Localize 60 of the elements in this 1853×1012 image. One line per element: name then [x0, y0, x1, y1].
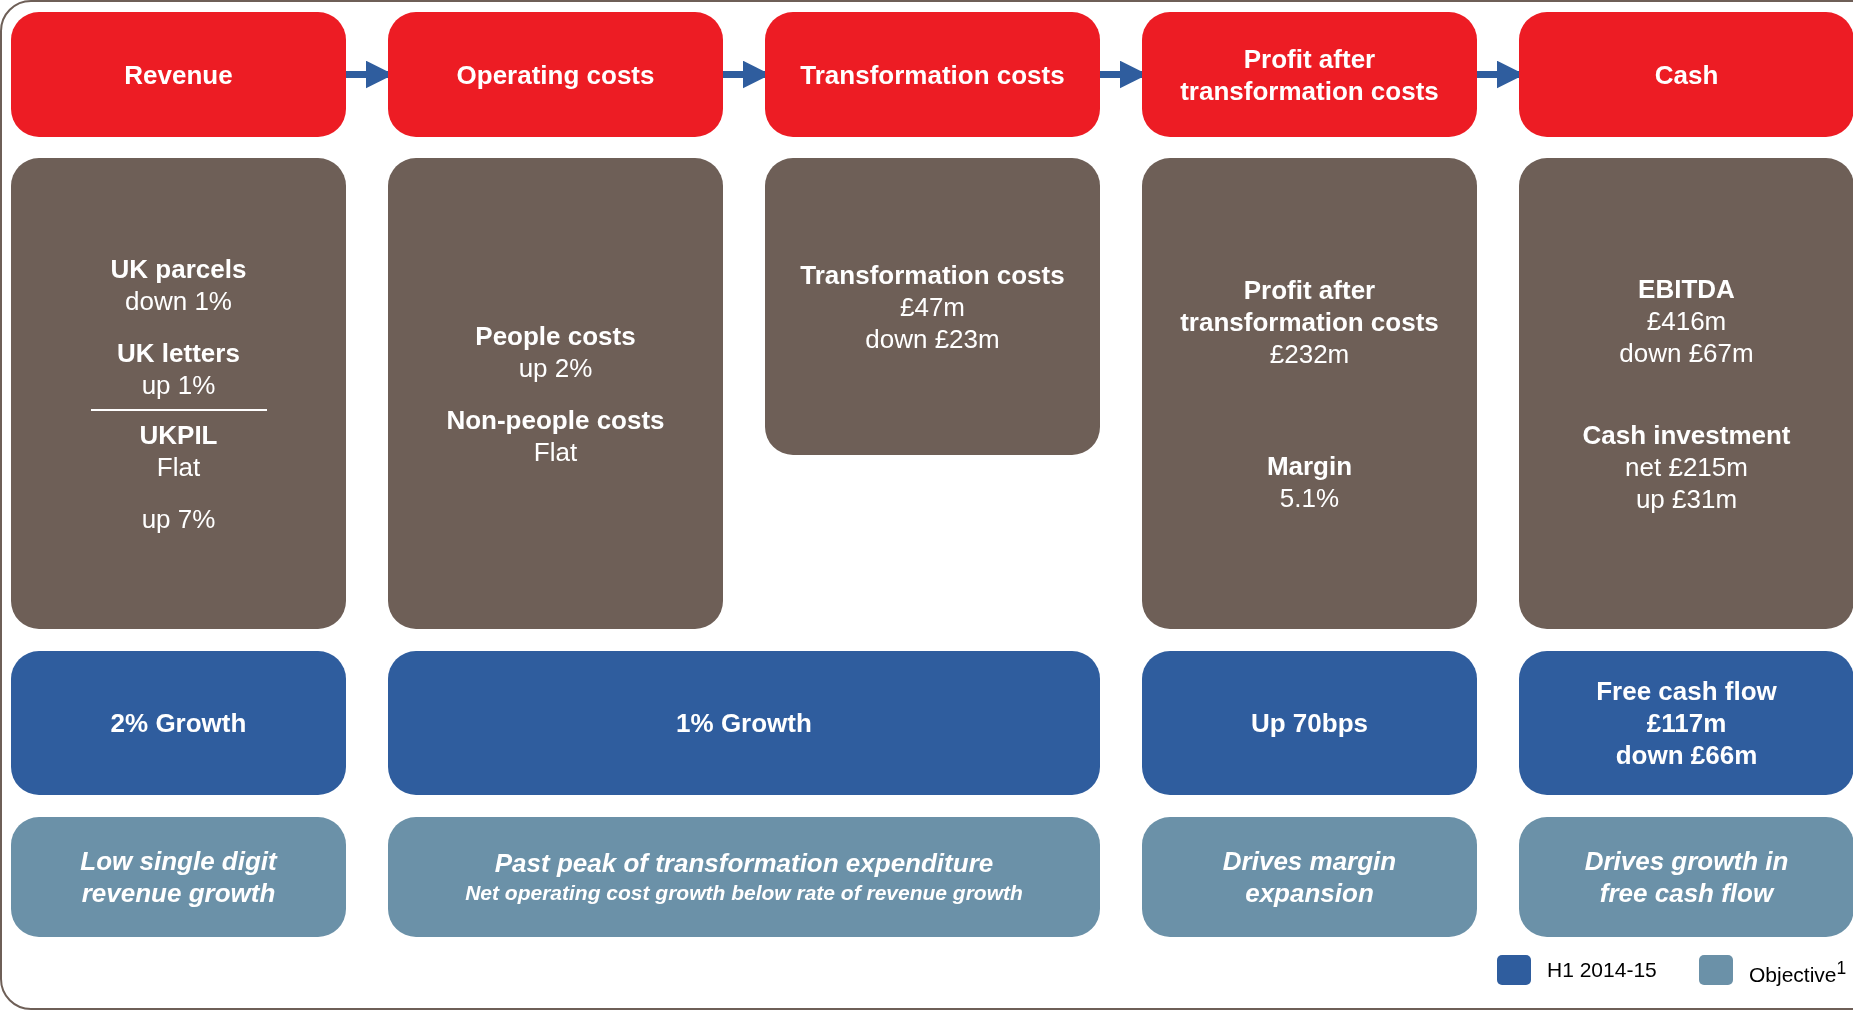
- result-text: down £66m: [1615, 739, 1758, 771]
- result-box: [388, 651, 1100, 795]
- metric-title: Transformation costs: [800, 258, 1065, 291]
- metric-title: UK letters: [117, 336, 240, 369]
- header-text: Revenue: [124, 58, 233, 91]
- metric-value: down £67m: [1619, 336, 1754, 369]
- detail-box: [1142, 158, 1477, 629]
- metric-value: Flat: [156, 450, 201, 483]
- result-text: 1% Growth: [676, 707, 812, 739]
- metric-title: People costs: [475, 319, 636, 352]
- legend-label: Objective$^{1}$: [1749, 958, 1847, 987]
- detail-box: [765, 158, 1100, 455]
- detail-box: [11, 158, 346, 629]
- header-text: Operating costs: [456, 58, 655, 91]
- objective-text: Drives margin expansion: [1221, 845, 1398, 909]
- objective-box: [388, 817, 1100, 937]
- metric-title: Cash investment: [1582, 418, 1791, 451]
- objective-text: Net operating cost growth below rate of revenue growth: [465, 880, 1023, 906]
- result-text: Up 70bps: [1251, 707, 1368, 739]
- metric-value: down £23m: [865, 322, 1000, 355]
- header-text: Transformation costs: [800, 58, 1065, 91]
- metric-value: up £31m: [1635, 482, 1738, 515]
- metric-title: Non-people costs: [446, 403, 665, 436]
- result-box: [11, 651, 346, 795]
- metric-value: £47m: [899, 290, 965, 323]
- header-text: Cash: [1654, 58, 1719, 91]
- metric-title: Profit after transformation costs: [1179, 273, 1440, 338]
- result-box: [1142, 651, 1477, 795]
- result-text: £117m: [1646, 707, 1727, 739]
- detail-box: [1519, 158, 1853, 629]
- objective-text: Drives growth in free cash flow: [1583, 845, 1790, 909]
- header-text: Profit after transformation costs: [1179, 42, 1440, 107]
- metric-title: EBITDA: [1638, 272, 1735, 305]
- header-box: [11, 12, 346, 137]
- metric-title: UK parcels: [110, 252, 247, 285]
- metric-value: up 1%: [141, 368, 216, 401]
- metric-value: £232m: [1269, 337, 1350, 370]
- metric-value: net £215m: [1625, 450, 1748, 483]
- metric-value: down 1%: [125, 284, 232, 317]
- metric-value: Flat: [533, 435, 578, 468]
- header-box: [1142, 12, 1477, 137]
- metric-title: UKPIL: [139, 418, 218, 451]
- metric-value: up 7%: [141, 502, 216, 535]
- metric-value: 5.1%: [1279, 481, 1340, 514]
- objective-box: [1142, 817, 1477, 937]
- metric-title: Margin: [1266, 449, 1353, 482]
- result-text: 2% Growth: [110, 707, 247, 739]
- header-box: [388, 12, 723, 137]
- objective-box: [11, 817, 346, 937]
- objective-text: Past peak of transformation expenditure: [494, 847, 994, 879]
- metric-value: up 2%: [518, 351, 593, 384]
- header-box: [1519, 12, 1853, 137]
- result-text: Free cash flow: [1596, 675, 1777, 707]
- objective-box: [1519, 817, 1853, 937]
- header-box: [765, 12, 1100, 137]
- result-box: [1519, 651, 1853, 795]
- detail-box: [388, 158, 723, 629]
- metric-value: £416m: [1646, 304, 1727, 337]
- objective-text: Low single digit revenue growth: [79, 845, 279, 909]
- legend-label: H1 2014-15: [1547, 958, 1657, 982]
